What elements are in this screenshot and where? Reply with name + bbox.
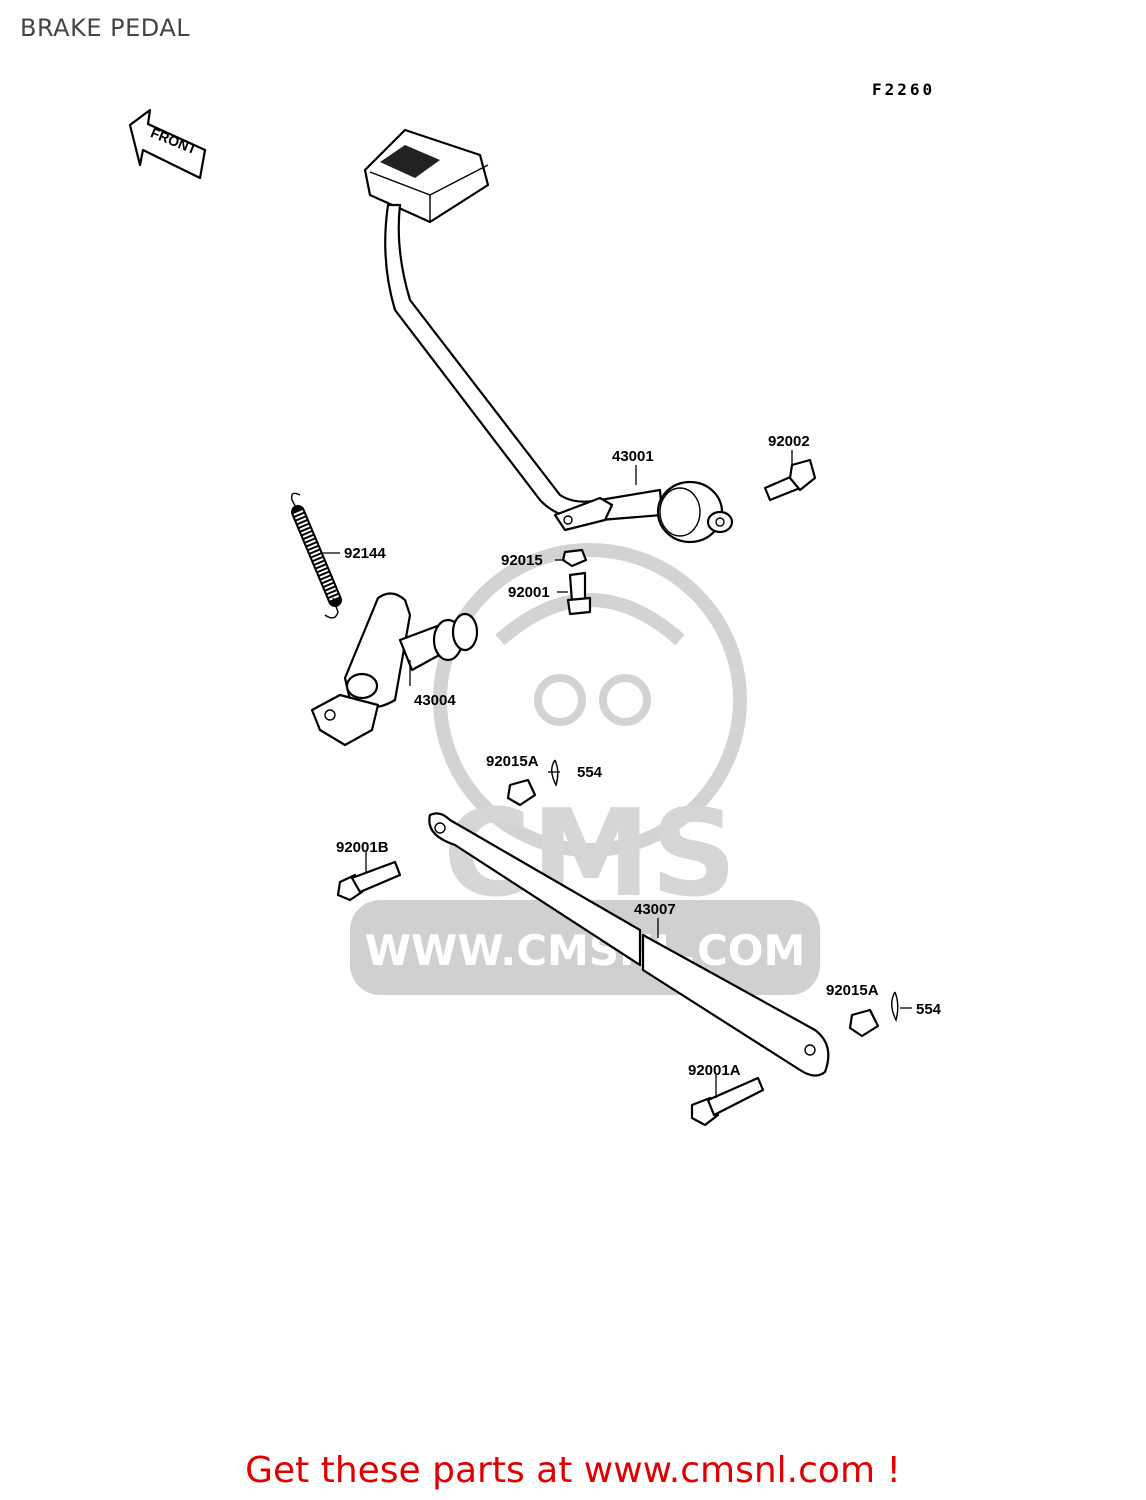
label-43004: 43004 xyxy=(414,692,456,709)
label-92015A-lower: 92015A xyxy=(826,982,879,999)
nut-92015 xyxy=(561,548,588,568)
footer-link-text[interactable]: Get these parts at www.cmsnl.com ! xyxy=(245,1450,901,1491)
label-43001: 43001 xyxy=(612,448,654,465)
bolt-92001B xyxy=(336,860,402,902)
label-92001A: 92001A xyxy=(688,1062,741,1079)
nut-92015A-upper xyxy=(506,778,537,807)
part-labels: 43001 92002 92144 92015 92001 43004 9201… xyxy=(336,433,942,1079)
bolt-92002 xyxy=(763,458,817,502)
label-92001: 92001 xyxy=(508,584,550,601)
label-92002: 92002 xyxy=(768,433,810,450)
label-92144: 92144 xyxy=(344,545,386,562)
nut-92015A-lower xyxy=(848,1008,880,1038)
brake-rod-43007 xyxy=(428,812,830,1077)
label-554-lower: 554 xyxy=(916,1001,942,1018)
diagram-ref-code: F2260 xyxy=(872,80,936,99)
label-554-upper: 554 xyxy=(577,764,603,781)
return-spring-92144 xyxy=(290,492,342,619)
page-title: BRAKE PEDAL xyxy=(20,14,191,42)
watermark-url: WWW.CMSNL.COM xyxy=(365,926,806,975)
front-arrow-icon: FRONT xyxy=(128,108,207,180)
label-92001B: 92001B xyxy=(336,839,389,856)
cotter-pin-554-lower xyxy=(891,991,899,1022)
bolt-92001 xyxy=(566,571,592,616)
bolt-92001A xyxy=(690,1076,765,1127)
cotter-pin-554-upper xyxy=(551,759,559,787)
brake-pedal-43001 xyxy=(363,128,734,544)
lever-shaft-43004 xyxy=(310,592,479,747)
label-92015A-upper: 92015A xyxy=(486,753,539,770)
leader-lines xyxy=(322,450,912,1098)
label-43007: 43007 xyxy=(634,901,676,918)
label-92015: 92015 xyxy=(501,552,543,569)
